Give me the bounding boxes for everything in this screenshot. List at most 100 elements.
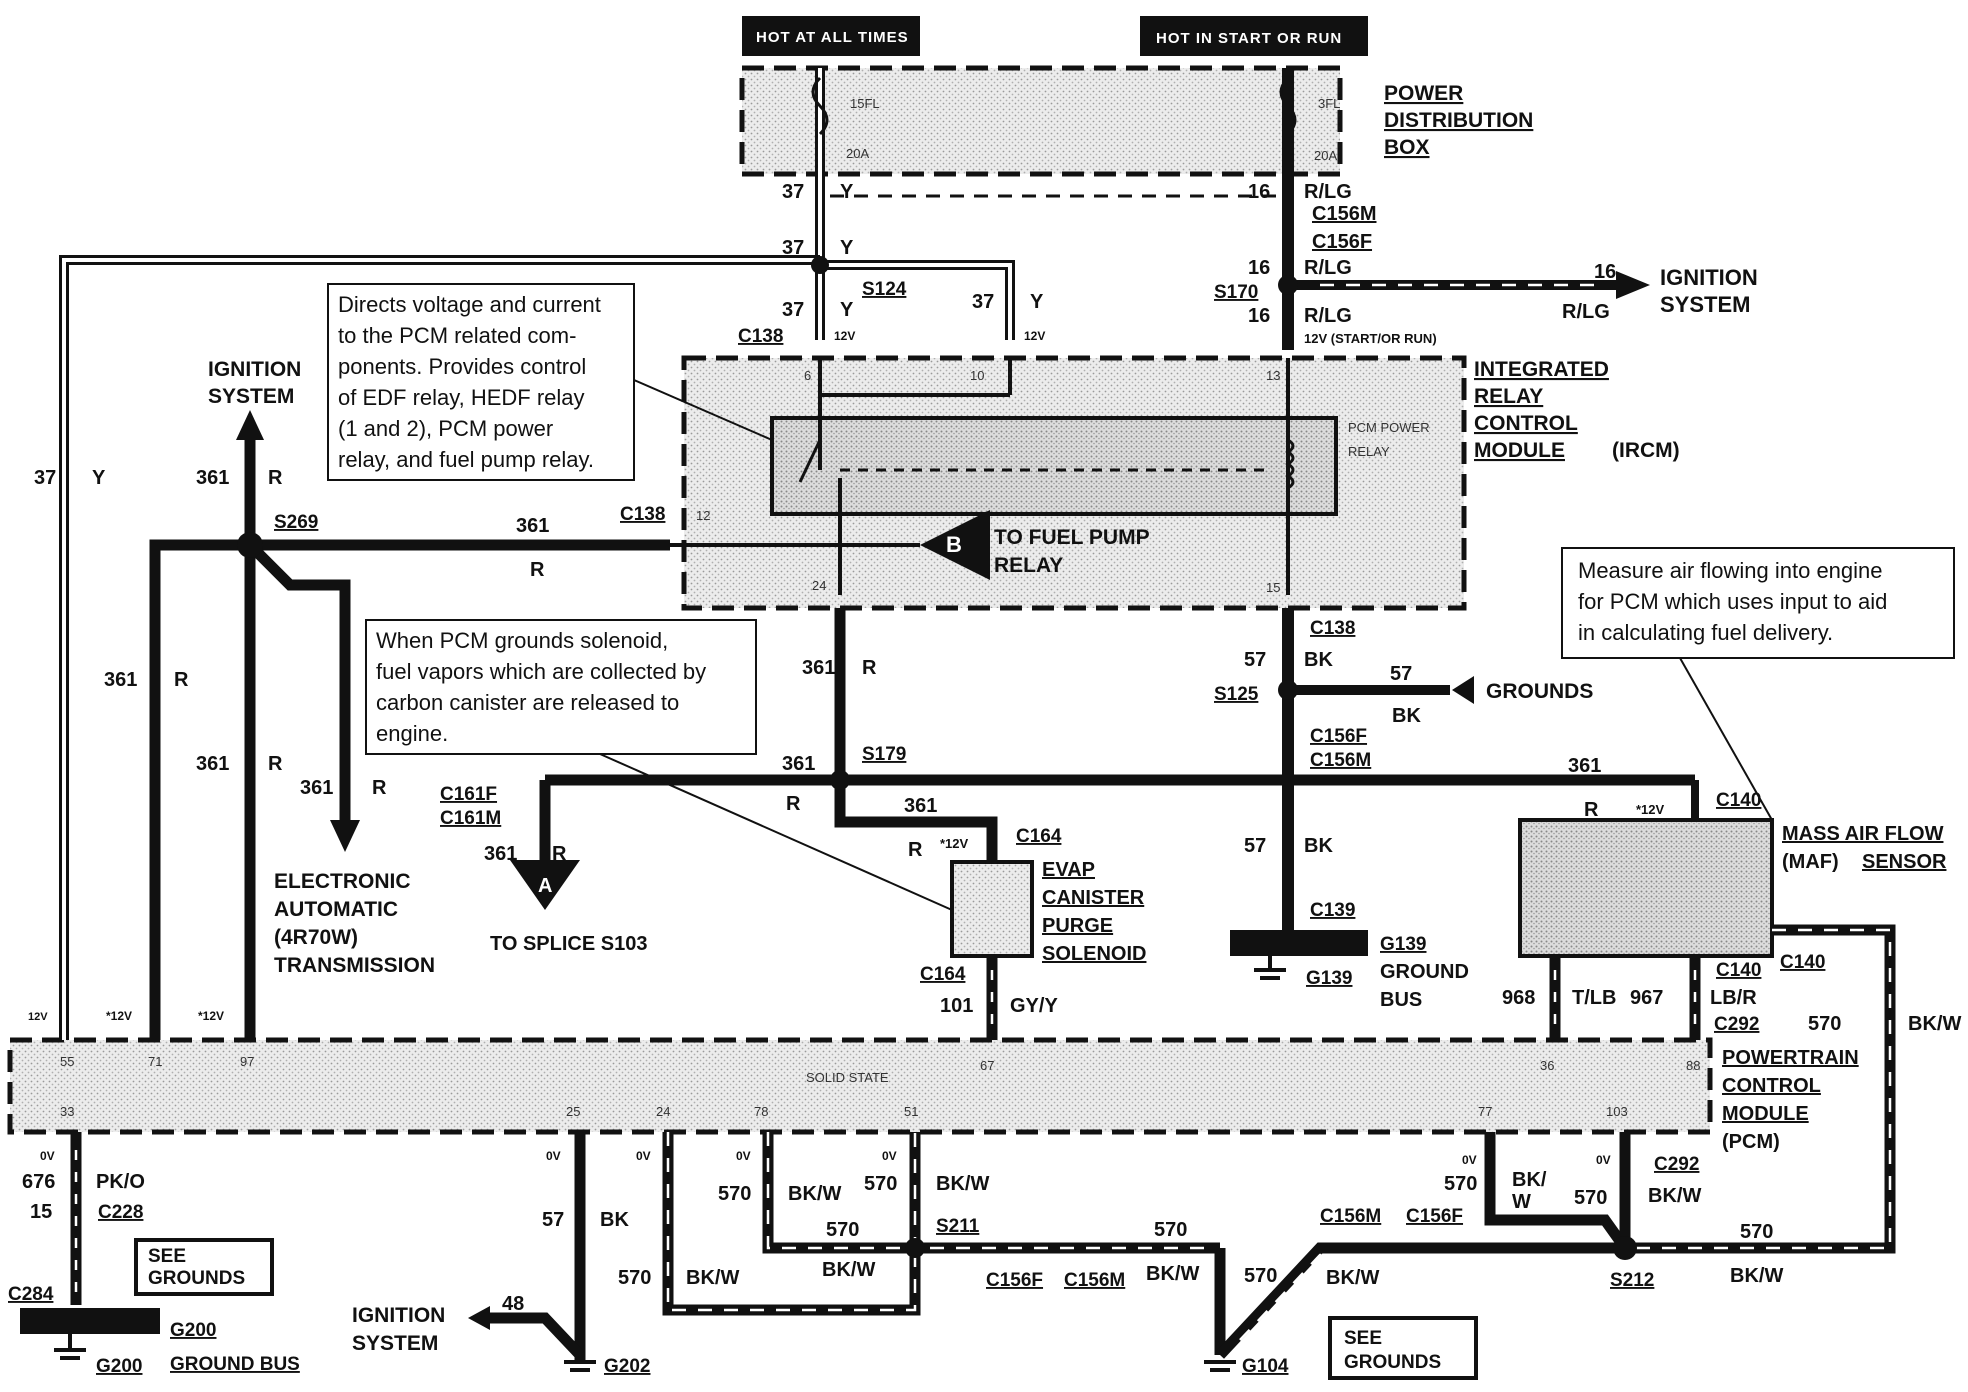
w967: 967 bbox=[1630, 987, 1663, 1009]
v12-pin55: 12V bbox=[28, 1011, 48, 1023]
c228-label: C228 bbox=[98, 1202, 143, 1223]
s211-label: S211 bbox=[936, 1216, 980, 1237]
c284-label: C284 bbox=[8, 1284, 54, 1305]
to-fuel-pump-1: TO FUEL PUMP bbox=[994, 526, 1150, 549]
g139-label-a: G139 bbox=[1380, 934, 1426, 955]
pin-24: 24 bbox=[812, 578, 826, 593]
w570-b: 570 bbox=[718, 1183, 751, 1205]
w361-f: 361 bbox=[802, 657, 835, 679]
eat-label-2: AUTOMATIC bbox=[274, 898, 398, 921]
w361-i: 361 bbox=[484, 843, 517, 865]
maf-label-3: SENSOR bbox=[1862, 851, 1947, 873]
w570-i: 570 bbox=[1574, 1187, 1607, 1209]
w361-e: 361 bbox=[300, 777, 333, 799]
wbk-c: BK bbox=[1304, 835, 1333, 857]
fuse-3fl-symbol bbox=[1279, 76, 1297, 136]
evap-label-4: SOLENOID bbox=[1042, 943, 1146, 965]
wbkw-h: BK/W bbox=[1648, 1185, 1701, 1207]
c139-label: C139 bbox=[1310, 900, 1355, 921]
v12-start-run: 12V (START/OR RUN) bbox=[1304, 331, 1437, 346]
wbkw-split-2: W bbox=[1512, 1191, 1531, 1213]
pdb-label-3: BOX bbox=[1384, 136, 1430, 159]
pin-6: 6 bbox=[804, 368, 811, 383]
evap-solenoid-box bbox=[950, 860, 1034, 958]
pcm-label-4: (PCM) bbox=[1722, 1131, 1780, 1153]
ground-symbols bbox=[54, 956, 1286, 1372]
ircm-label-2: RELAY bbox=[1474, 385, 1543, 408]
v12-a: 12V bbox=[834, 329, 855, 343]
arrow-ignition-48 bbox=[468, 1306, 490, 1330]
w570-a: 570 bbox=[1808, 1013, 1841, 1035]
c156f-top: C156F bbox=[1312, 231, 1372, 253]
see-left-2: GROUNDS bbox=[148, 1268, 245, 1289]
pin-36: 36 bbox=[1540, 1058, 1554, 1073]
wrlg-a: R/LG bbox=[1304, 181, 1352, 203]
wbk-d: BK bbox=[600, 1209, 629, 1231]
evapNote-line-3: engine. bbox=[376, 721, 448, 746]
see-grounds-box-left bbox=[134, 1238, 274, 1296]
c138-right: C138 bbox=[1310, 618, 1355, 639]
fuse-3fl-amp: 20A bbox=[1314, 148, 1337, 163]
w676: 676 bbox=[22, 1171, 55, 1193]
pcm-label-1: POWERTRAIN bbox=[1722, 1047, 1859, 1069]
v12-pin97: *12V bbox=[198, 1009, 224, 1023]
connector-a: A bbox=[538, 875, 552, 897]
s212-label: S212 bbox=[1610, 1270, 1654, 1291]
wr-f: R bbox=[862, 657, 877, 679]
fuse-15fl-amp: 20A bbox=[846, 146, 869, 161]
ircm-module bbox=[681, 355, 1467, 611]
maf-sensor-box bbox=[1518, 818, 1774, 958]
wbkw-f: BK/W bbox=[1146, 1263, 1199, 1285]
w48: 48 bbox=[502, 1293, 524, 1315]
pdb-label-2: DISTRIBUTION bbox=[1384, 109, 1533, 132]
wbkw-g: BK/W bbox=[1326, 1267, 1379, 1289]
g202-label: G202 bbox=[604, 1356, 650, 1377]
w361-j: 361 bbox=[1568, 755, 1601, 777]
maf-label-1: MASS AIR FLOW bbox=[1782, 823, 1944, 845]
c161f-label: C161F bbox=[440, 784, 497, 805]
w570-h: 570 bbox=[1444, 1173, 1477, 1195]
c156m-top: C156M bbox=[1312, 203, 1376, 225]
w570-j: 570 bbox=[1740, 1221, 1773, 1243]
ignition-right-2: SYSTEM bbox=[1660, 292, 1750, 317]
s170-label: S170 bbox=[1214, 282, 1258, 303]
hot-all-times-box bbox=[742, 16, 920, 56]
splice-s179 bbox=[830, 770, 850, 790]
ignition-left-1: IGNITION bbox=[208, 358, 301, 381]
wrlg-d: R/LG bbox=[1304, 305, 1352, 327]
g200-ground-bus: GROUND BUS bbox=[170, 1354, 300, 1375]
pin-10: 10 bbox=[970, 368, 984, 383]
evapNote-line-2: carbon canister are released to bbox=[376, 690, 679, 715]
wy-a: Y bbox=[840, 181, 854, 203]
ircmNote-line-5: relay, and fuel pump relay. bbox=[338, 447, 594, 472]
wbkw-i: BK/W bbox=[1730, 1265, 1783, 1287]
s124-label: S124 bbox=[862, 279, 907, 300]
g139-bus: BUS bbox=[1380, 989, 1422, 1011]
wrlg-c: R/LG bbox=[1562, 301, 1610, 323]
w570-e: 570 bbox=[618, 1267, 651, 1289]
ircmNote-line-1: to the PCM related com- bbox=[338, 323, 576, 348]
grounds-label: GROUNDS bbox=[1486, 680, 1593, 703]
c292-bottom: C292 bbox=[1654, 1154, 1699, 1175]
fuse-3fl: 3FL bbox=[1318, 96, 1340, 111]
c164-bottom: C164 bbox=[920, 964, 966, 985]
pin-33: 33 bbox=[60, 1104, 74, 1119]
pin-77: 77 bbox=[1478, 1104, 1492, 1119]
w570-c: 570 bbox=[864, 1173, 897, 1195]
ignition-bottom-1: IGNITION bbox=[352, 1304, 445, 1327]
g139-label-b: G139 bbox=[1306, 968, 1352, 989]
wr-c: R bbox=[174, 669, 189, 691]
wpko: PK/O bbox=[96, 1171, 145, 1193]
c292-top: C292 bbox=[1714, 1014, 1759, 1035]
c138-left: C138 bbox=[620, 504, 665, 525]
c156m-bottom: C156M bbox=[1064, 1270, 1125, 1291]
g200-label-a: G200 bbox=[170, 1320, 216, 1341]
c161m-label: C161M bbox=[440, 808, 501, 829]
mafNote-line-0: Measure air flowing into engine bbox=[1578, 558, 1883, 583]
v0-f: 0V bbox=[1462, 1153, 1477, 1167]
ignition-left-2: SYSTEM bbox=[208, 385, 294, 408]
g104-label: G104 bbox=[1242, 1356, 1289, 1377]
wbkw-b: BK/W bbox=[788, 1183, 841, 1205]
pin-88: 88 bbox=[1686, 1058, 1700, 1073]
